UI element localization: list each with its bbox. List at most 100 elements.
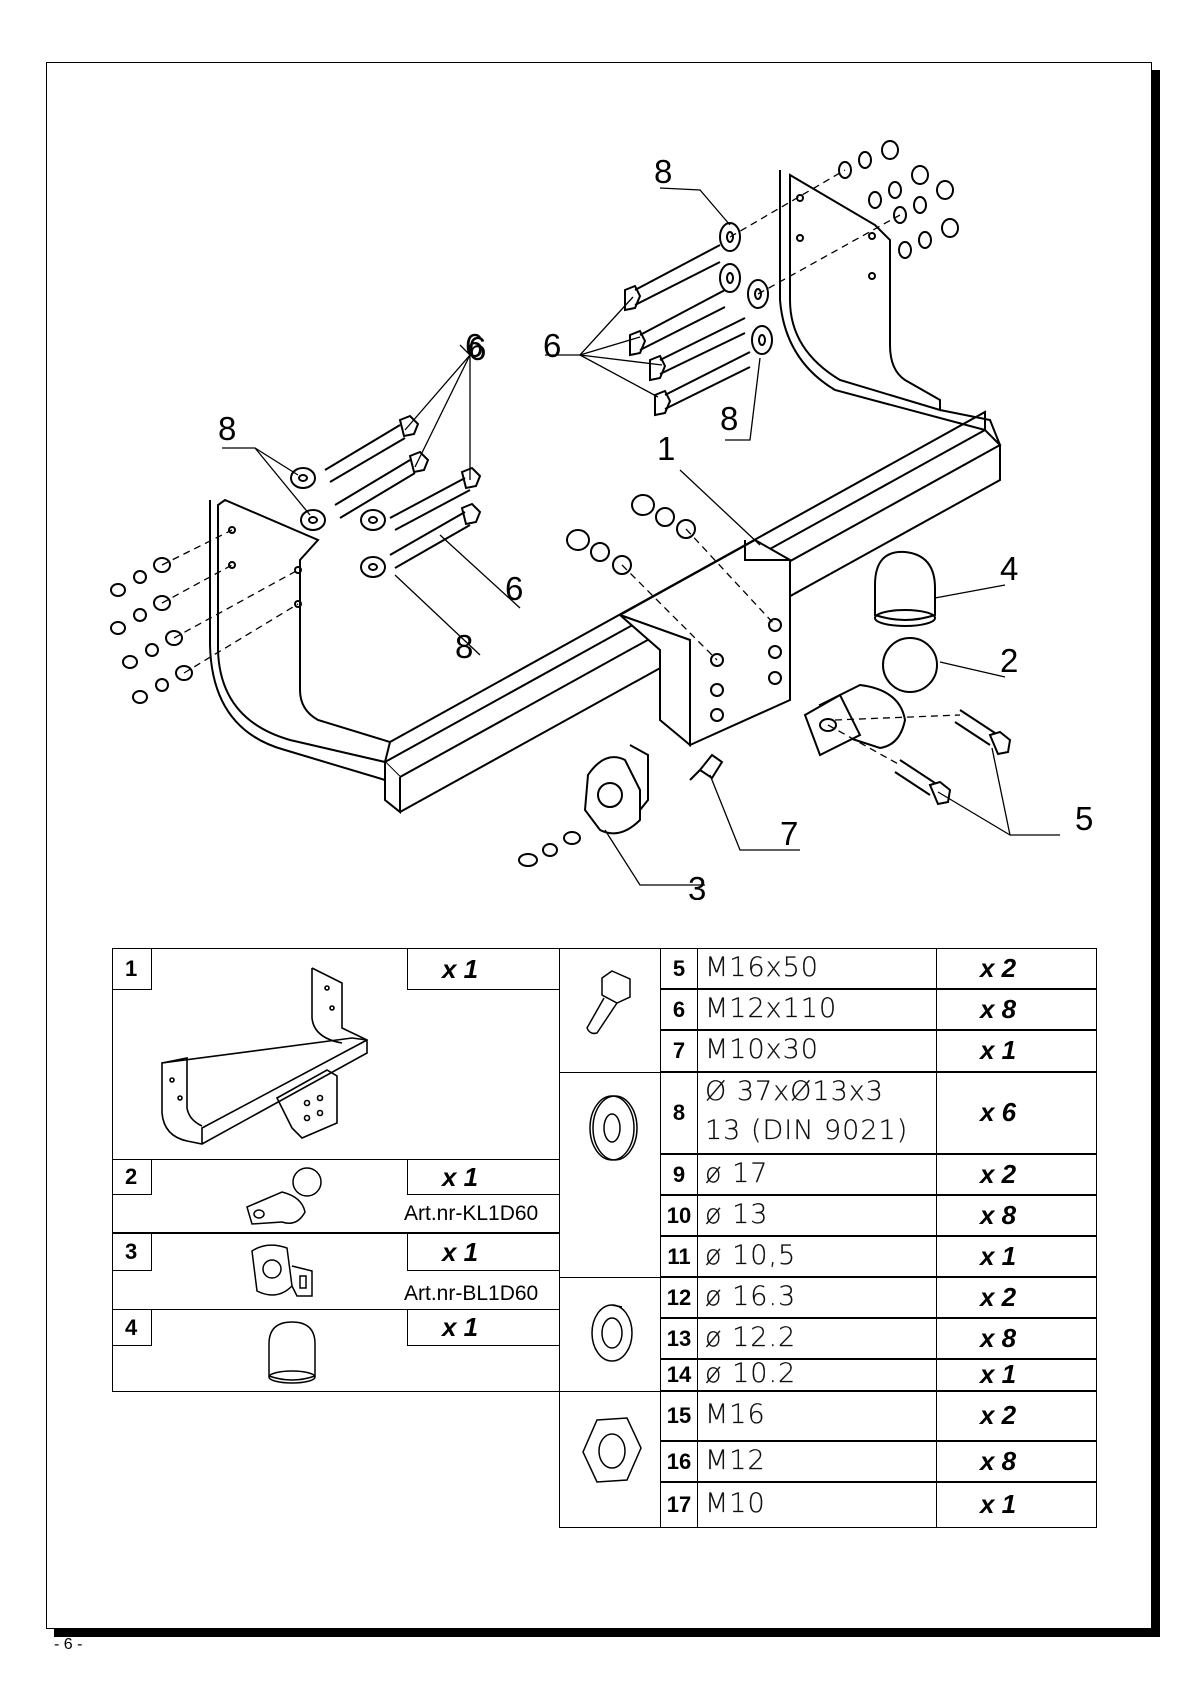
hardware-spec-cell <box>697 989 937 1030</box>
hardware-qty-cell <box>936 1391 1097 1441</box>
callout-6: 6 <box>543 327 561 364</box>
hardware-qty-cell <box>936 1318 1097 1359</box>
callout-2: 2 <box>1000 642 1018 679</box>
exploded-assembly-drawing: 8 6 6 8 8 6 1 4 2 6 8 5 7 3 <box>110 140 1093 900</box>
hardware-spec: ø 16.3 <box>705 1280 797 1312</box>
nut-stack-left-drawing <box>110 557 193 704</box>
hardware-spec-cell <box>697 1030 937 1072</box>
assembly-number: 2 <box>125 1164 138 1189</box>
article-number: Art.nr-BL1D60 <box>404 1282 539 1305</box>
hardware-quantity: x 8 <box>980 993 1017 1024</box>
hardware-spec: M10 <box>705 1488 766 1519</box>
spring-washer-group-box <box>559 1277 661 1392</box>
hardware-quantity: x 8 <box>980 1199 1017 1230</box>
hardware-qty-cell <box>936 1236 1097 1277</box>
assembly-lines <box>161 169 961 766</box>
hardware-spec-cell <box>697 1236 937 1277</box>
flat-washer-icon <box>589 1095 638 1161</box>
assembly-quantity: x 1 <box>442 1162 479 1192</box>
hardware-quantity: x 6 <box>980 1097 1017 1127</box>
hardware-row <box>660 948 698 989</box>
hardware-spec: ø 10.2 <box>705 1358 797 1389</box>
hardware-number: 5 <box>672 955 686 981</box>
assembly-number: 1 <box>125 956 138 981</box>
hardware-quantity: x 1 <box>980 1489 1017 1519</box>
hardware-row <box>660 1277 698 1318</box>
hardware-spec: M12 <box>705 1444 766 1476</box>
callout-1: 1 <box>657 430 675 467</box>
parts-table: 1 x 1 2 x 1 Art.nr-KL1D60 3 x 1 Ar <box>112 948 1097 1528</box>
towball-drawing <box>803 550 938 757</box>
hardware-qty-cell <box>936 1072 1097 1154</box>
center-mount-drawing <box>617 538 791 748</box>
washers-right-drawing <box>719 222 773 355</box>
hardware-spec: M10x30 <box>705 1034 819 1065</box>
hardware-number: 13 <box>666 1325 692 1351</box>
hardware-row <box>660 1236 698 1277</box>
assembly-qty-box <box>407 1309 560 1346</box>
hardware-spec: ø 10,5 <box>705 1239 797 1271</box>
hardware-number: 16 <box>666 1448 692 1474</box>
bolts-left-drawing <box>324 414 482 569</box>
ball-cover-icon <box>268 1321 316 1384</box>
assembly-num-box <box>112 948 152 990</box>
hardware-row <box>660 1030 698 1072</box>
hardware-row <box>660 1318 698 1359</box>
callout-6: 6 <box>468 330 486 367</box>
hardware-spec: M16 <box>705 1399 766 1430</box>
leader-lines <box>222 187 1060 886</box>
hardware-spec: M16x50 <box>705 951 819 983</box>
assembly-num-box <box>112 1233 152 1271</box>
hardware-spec-line2: 13 (DIN 9021) <box>705 1115 909 1146</box>
callout-3: 3 <box>688 870 706 900</box>
hardware-quantity: x 1 <box>980 1359 1017 1389</box>
hardware-row <box>660 1195 698 1236</box>
hardware-quantity: x 2 <box>980 952 1017 983</box>
bolts-ball-drawing <box>894 709 1012 806</box>
hex-nut-icon <box>582 1417 642 1483</box>
hardware-number: 14 <box>666 1362 692 1387</box>
nut-group-box <box>559 1391 661 1528</box>
hardware-number: 11 <box>667 1243 691 1269</box>
hardware-spec: Ø 37xØ13x3 <box>705 1076 884 1107</box>
hardware-quantity: x 1 <box>980 1240 1017 1271</box>
nut-stack-center-drawing <box>566 494 696 575</box>
page-number: - 6 - <box>54 1636 83 1653</box>
right-bracket-drawing <box>779 170 986 431</box>
hardware-qty-cell <box>936 1277 1097 1318</box>
article-number: Art.nr-KL1D60 <box>404 1202 539 1225</box>
washer-group-box <box>559 1072 661 1278</box>
assembly-qty-box <box>407 948 560 990</box>
assembly-quantity: x 1 <box>442 1312 479 1342</box>
hardware-quantity: x 1 <box>980 1035 1017 1065</box>
bolts-right-drawing <box>624 244 751 417</box>
callout-6: 6 <box>465 327 483 364</box>
hardware-qty-cell <box>936 1195 1097 1236</box>
assembly-qty-box <box>407 1233 560 1271</box>
callout-8: 8 <box>455 628 473 665</box>
left-bracket-drawing <box>209 498 392 781</box>
nut-stack-right-drawing <box>838 140 959 259</box>
hardware-quantity: x 8 <box>980 1445 1017 1476</box>
callout-7: 7 <box>780 815 798 852</box>
hardware-number: 17 <box>666 1492 692 1517</box>
callout-labels: 8 6 6 8 8 6 1 4 2 6 8 5 7 3 <box>218 153 1093 900</box>
hardware-spec-cell <box>697 1154 937 1195</box>
hardware-row <box>660 1391 698 1441</box>
hardware-number: 7 <box>672 1038 686 1063</box>
hardware-quantity: x 2 <box>980 1158 1017 1189</box>
hardware-spec-cell <box>697 1441 937 1482</box>
socket-plate-drawing <box>518 744 649 867</box>
socket-plate-icon <box>251 1244 313 1297</box>
hardware-spec-cell <box>697 948 937 989</box>
assembly-quantity: x 1 <box>442 1237 479 1267</box>
towball-icon <box>246 1167 322 1225</box>
hardware-spec: M12x110 <box>705 992 838 1024</box>
hardware-quantity: x 8 <box>980 1322 1017 1353</box>
hardware-qty-cell <box>936 989 1097 1030</box>
hardware-qty-cell <box>936 1482 1097 1528</box>
hardware-quantity: x 2 <box>980 1281 1017 1312</box>
hardware-spec: ø 17 <box>705 1157 769 1189</box>
towbar-frame-icon <box>161 967 368 1145</box>
hardware-spec-cell <box>697 1318 937 1359</box>
